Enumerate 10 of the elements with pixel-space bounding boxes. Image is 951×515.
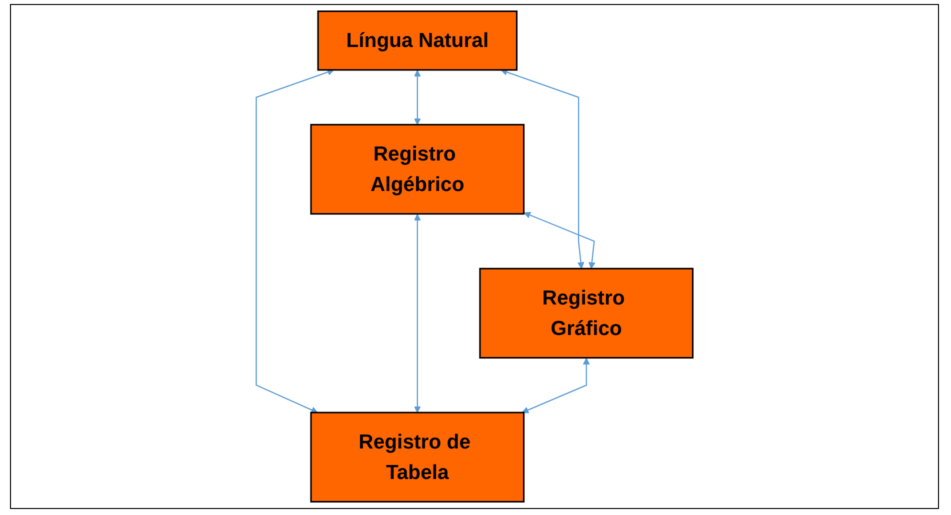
arrow [414,214,421,413]
arrow [256,68,334,414]
node-box: Língua Natural [317,10,518,71]
arrow [522,358,590,414]
node-box: Registro Gráfico [479,268,694,359]
node-box: Registro de Tabela [310,412,525,503]
arrow [414,70,421,125]
node-box: Registro Algébrico [310,124,525,215]
arrow [500,68,584,269]
arrow [524,212,596,269]
